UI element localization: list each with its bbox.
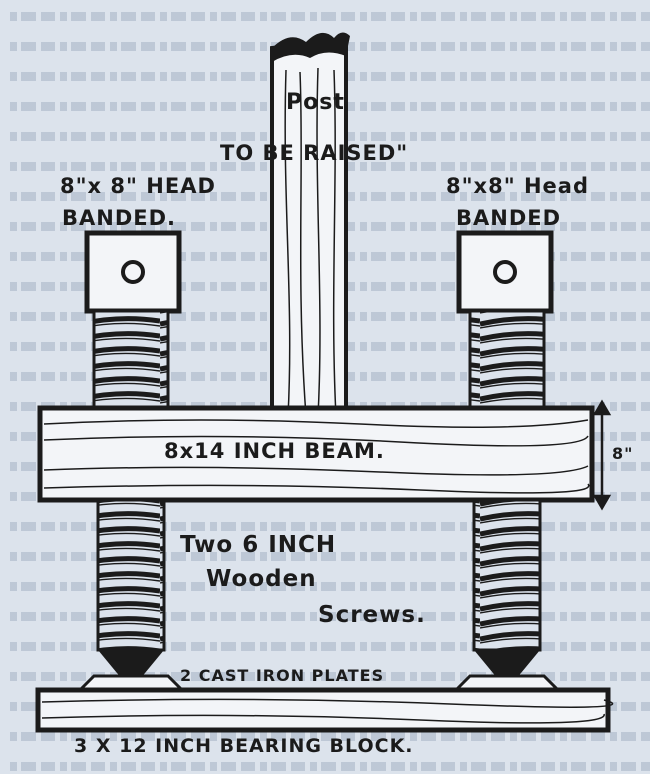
left-head-block: [84, 230, 182, 314]
right-head-block: [456, 230, 554, 314]
to-be-raised-label: TO BE RAISED": [220, 141, 409, 165]
beam: [37, 405, 595, 503]
right-head-label-1: 8"x8" Head: [446, 174, 589, 198]
left-head-label-1: 8"x 8" HEAD: [60, 174, 216, 198]
beam-label: 8x14 INCH BEAM.: [164, 439, 385, 463]
beam-dim-label: 8": [612, 444, 634, 463]
left-screw-lower: [96, 498, 166, 652]
right-screw-lower: [472, 498, 542, 652]
left-head-hole: [121, 260, 145, 284]
right-head-label-2: BANDED: [456, 206, 562, 230]
left-screw-upper: [92, 309, 170, 409]
plates-label: 2 CAST IRON PLATES: [180, 666, 385, 685]
screws-label-2: Wooden: [206, 566, 317, 592]
screws-label-1: Two 6 INCH: [180, 532, 337, 558]
bearing-block: [35, 687, 614, 733]
post: [270, 32, 350, 420]
right-screw-upper: [468, 309, 546, 409]
right-head-hole: [493, 260, 517, 284]
block-label: 3 X 12 INCH BEARING BLOCK.: [74, 735, 414, 757]
left-head-label-2: BANDED.: [62, 206, 177, 230]
beam-dimension: [592, 399, 612, 511]
post-label: Post: [286, 90, 345, 115]
screws-label-3: Screws.: [318, 602, 426, 628]
